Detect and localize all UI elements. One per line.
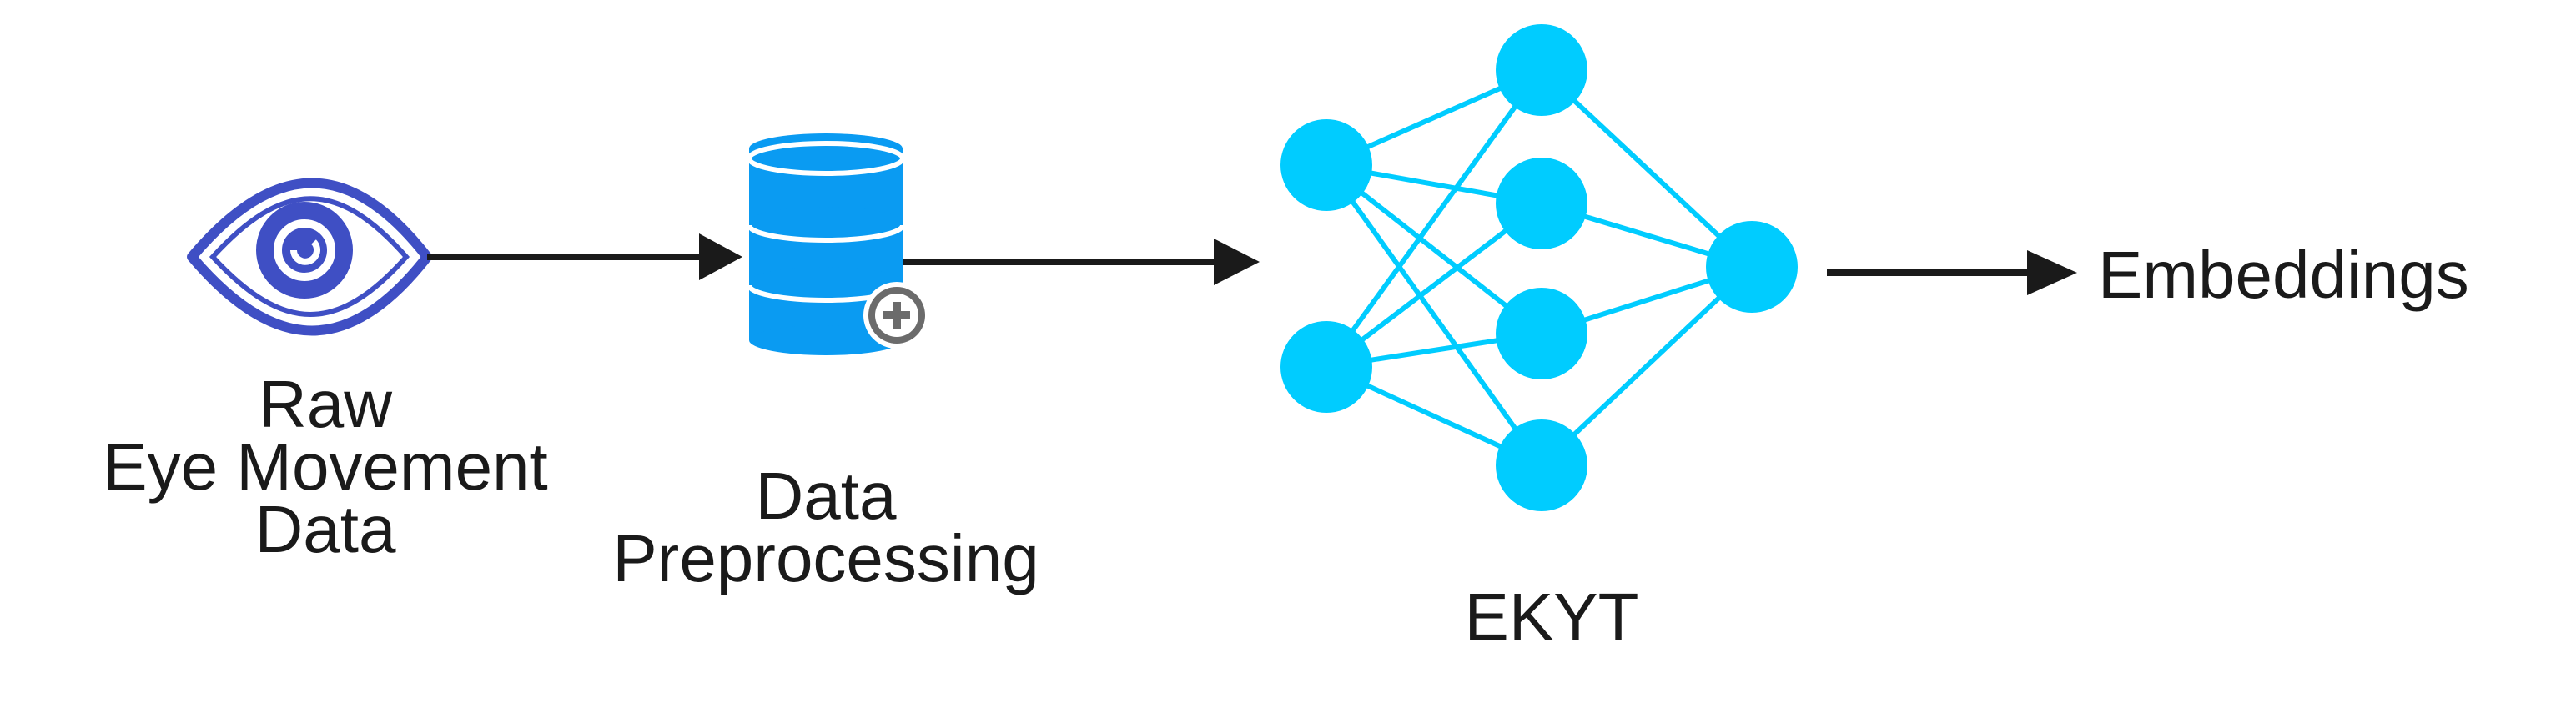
- raw-label-line-2: Eye Movement: [103, 429, 548, 504]
- database-add-icon: [747, 133, 930, 355]
- database-icon: [747, 133, 905, 355]
- eye-highlight: [290, 239, 320, 265]
- nn-edge-l0-1-0: [1324, 68, 1544, 369]
- raw-label-line-3: Data: [254, 492, 396, 566]
- arrow-preprocessing-to-model: [903, 239, 1260, 285]
- nn-edge-l1-3-0: [1539, 264, 1754, 468]
- eye-icon: [187, 178, 432, 336]
- arrow-raw-to-preprocessing: [427, 233, 742, 280]
- nn-node-l2-0: [1706, 221, 1798, 313]
- stage-label-preprocessing: Data Preprocessing: [542, 442, 1109, 613]
- output-label-line-1: Embeddings: [2098, 238, 2469, 312]
- raw-label-line-1: Raw: [258, 367, 393, 441]
- nn-node-l0-1: [1280, 321, 1372, 413]
- arrow-model-to-embeddings: [1827, 250, 2077, 295]
- plus-badge-icon: [863, 282, 930, 349]
- nn-node-l1-2: [1496, 288, 1587, 379]
- stage-label-model: EKYT: [1385, 575, 1718, 659]
- eye-inner-outline: [209, 196, 410, 317]
- nn-edge-l0-0-3: [1324, 163, 1544, 467]
- stage-label-raw: Raw Eye Movement Data: [33, 350, 617, 584]
- preprocessing-label-line-2: Preprocessing: [612, 521, 1039, 595]
- stage-label-output: Embeddings: [2098, 233, 2532, 317]
- nn-node-l1-3: [1496, 419, 1587, 511]
- model-label-line-1: EKYT: [1464, 580, 1639, 654]
- nn-node-l0-0: [1280, 119, 1372, 211]
- nn-node-l1-1: [1496, 158, 1587, 249]
- nn-node-l1-0: [1496, 24, 1587, 116]
- eye-iris: [256, 202, 353, 299]
- nn-edge-l1-0-0: [1539, 68, 1754, 269]
- eye-pupil-ring: [274, 219, 335, 281]
- neural-network-icon: [1280, 24, 1798, 511]
- preprocessing-label-line-1: Data: [755, 459, 897, 533]
